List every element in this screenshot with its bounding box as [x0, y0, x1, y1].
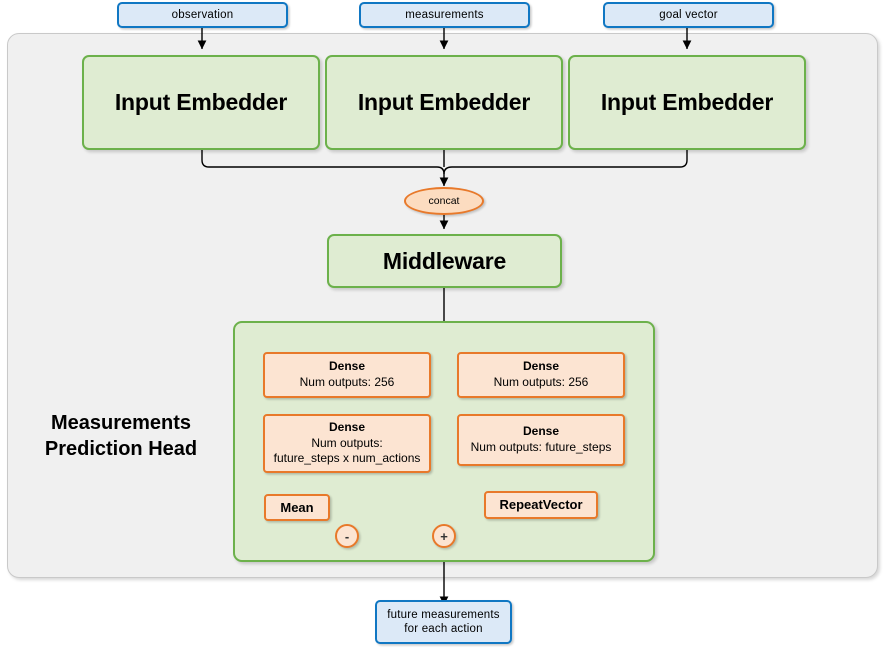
subtract-operator-symbol: -	[344, 528, 350, 544]
output-label-line-1: future measurements	[387, 608, 500, 621]
mean-block[interactable]: Mean	[264, 494, 330, 521]
dense-left-1-title: Dense	[328, 359, 366, 374]
mean-label: Mean	[280, 499, 314, 515]
dense-right-2-title: Dense	[522, 424, 560, 439]
input-embedder-label-2: Input Embedder	[357, 89, 531, 115]
output-box-future-measurements[interactable]: future measurements for each action	[375, 600, 512, 644]
add-operator-symbol: +	[440, 528, 448, 544]
input-embedder-label-1: Input Embedder	[114, 89, 288, 115]
input-label-goal-vector: goal vector	[659, 8, 718, 21]
input-embedder-observation[interactable]: Input Embedder	[82, 55, 320, 150]
input-box-measurements[interactable]: measurements	[359, 2, 530, 28]
add-operator[interactable]: +	[432, 524, 456, 548]
input-embedder-label-3: Input Embedder	[600, 89, 774, 115]
head-label-line-2: Prediction Head	[44, 437, 198, 460]
measurements-prediction-head-label: Measurements Prediction Head	[22, 411, 220, 462]
head-label-line-1: Measurements	[50, 412, 192, 434]
input-box-goal-vector[interactable]: goal vector	[603, 2, 774, 28]
repeat-vector-label: RepeatVector	[499, 497, 583, 513]
input-box-observation[interactable]: observation	[117, 2, 288, 28]
dense-right-2[interactable]: Dense Num outputs: future_steps	[457, 414, 625, 466]
dense-right-1-sub: Num outputs: 256	[493, 375, 589, 389]
input-embedder-goal-vector[interactable]: Input Embedder	[568, 55, 806, 150]
dense-left-2-sub-2: future_steps x num_actions	[273, 451, 421, 466]
middleware-label: Middleware	[382, 247, 507, 274]
dense-left-1-sub: Num outputs: 256	[299, 375, 395, 389]
dense-left-1[interactable]: Dense Num outputs: 256	[263, 352, 431, 398]
input-label-observation: observation	[171, 8, 234, 21]
dense-left-2-sub-1: Num outputs:	[311, 435, 383, 450]
input-label-measurements: measurements	[405, 8, 484, 21]
dense-left-2[interactable]: Dense Num outputs: future_steps x num_ac…	[263, 414, 431, 473]
subtract-operator[interactable]: -	[335, 524, 359, 548]
concat-node[interactable]: concat	[404, 187, 484, 215]
output-label-line-2: for each action	[404, 623, 483, 635]
dense-right-2-sub: Num outputs: future_steps	[470, 440, 612, 454]
dense-left-2-title: Dense	[328, 419, 366, 434]
middleware-block[interactable]: Middleware	[327, 234, 562, 288]
input-embedder-measurements[interactable]: Input Embedder	[325, 55, 563, 150]
concat-label: concat	[428, 195, 460, 207]
dense-right-1-title: Dense	[522, 359, 560, 374]
dense-right-1[interactable]: Dense Num outputs: 256	[457, 352, 625, 398]
repeat-vector-block[interactable]: RepeatVector	[484, 491, 598, 519]
